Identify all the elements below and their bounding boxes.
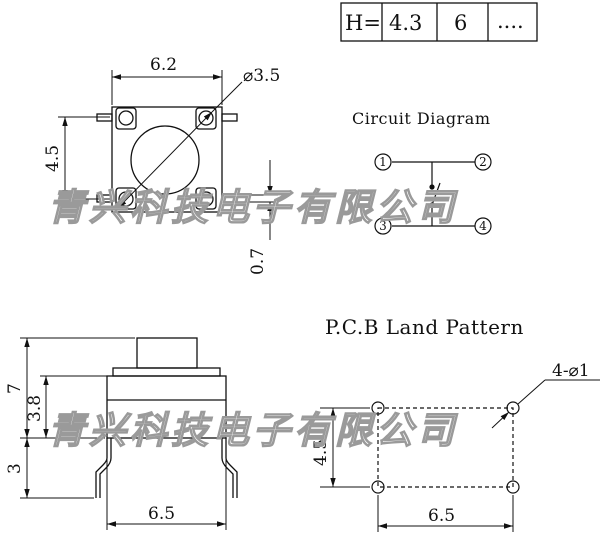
top-lead-dim: 0.7 (248, 248, 268, 275)
pcb-height-dim: 4.5 (311, 439, 331, 466)
pcb-width-dim: 6.5 (428, 506, 455, 526)
pin-2-label: 2 (479, 155, 487, 169)
circuit-title: Circuit Diagram (352, 109, 491, 128)
top-diameter-dim: ⌀3.5 (243, 66, 280, 86)
pin-3-marker (374, 217, 392, 235)
pcb-hole-3 (371, 480, 385, 494)
pin-3-label: 3 (379, 219, 387, 233)
pin-2-marker (474, 153, 492, 171)
pcb-land-pattern (320, 379, 600, 532)
height-value-1: 4.3 (389, 11, 422, 35)
side-lead-length-dim: 3 (5, 463, 25, 474)
pcb-hole-2 (506, 401, 520, 415)
height-label: H= (345, 11, 381, 35)
pcb-hole-label: 4-⌀1 (552, 361, 590, 381)
side-body-height-dim: 3.8 (25, 395, 45, 422)
watermark-bottom: 青兴科技电子有限公司 (48, 408, 458, 452)
top-width-dim: 6.2 (150, 55, 177, 75)
top-view (58, 70, 278, 240)
circuit-diagram (374, 153, 492, 235)
pcb-title: P.C.B Land Pattern (325, 315, 524, 339)
pin-4-marker (474, 217, 492, 235)
pin-1-marker (374, 153, 392, 171)
side-view (20, 337, 238, 530)
pcb-hole-1 (371, 401, 385, 415)
pin-1-label: 1 (379, 155, 387, 169)
height-value-3: .... (497, 9, 524, 33)
top-height-dim: 4.5 (43, 145, 63, 172)
watermark-top: 青兴科技电子有限公司 (48, 185, 458, 229)
pcb-hole-4 (506, 480, 520, 494)
height-table: H= 4.3 6 .... (340, 2, 538, 42)
height-value-2: 6 (454, 11, 467, 35)
side-total-height-dim: 7 (5, 383, 25, 394)
pin-4-label: 4 (479, 219, 487, 233)
side-width-dim: 6.5 (148, 504, 175, 524)
